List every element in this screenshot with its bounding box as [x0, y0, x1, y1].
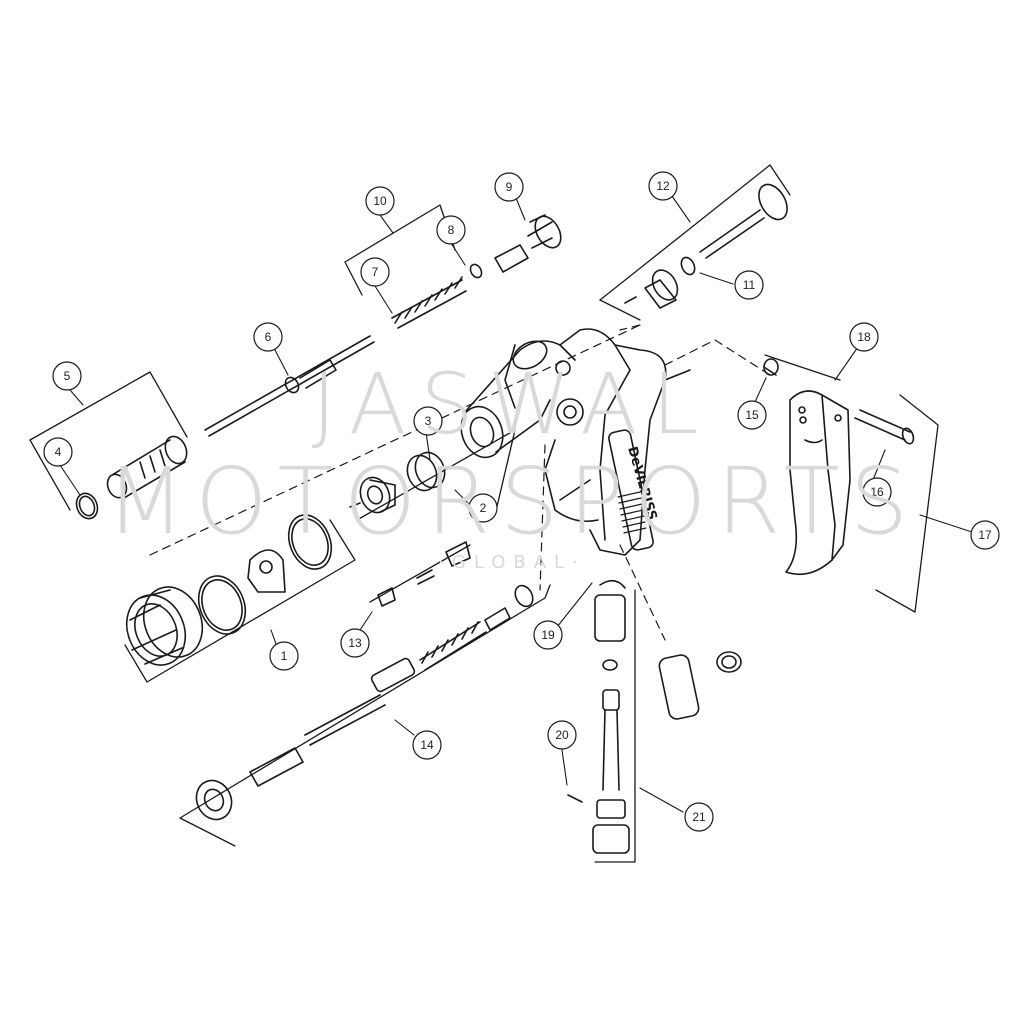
- callout-circle: [849, 322, 879, 352]
- callout-21: 21: [684, 802, 714, 832]
- callout-13: 13: [340, 628, 370, 658]
- callout-number: 1: [281, 649, 288, 663]
- callout-circle: [684, 802, 714, 832]
- callout-16: 16: [862, 477, 892, 507]
- callout-circle: [360, 257, 390, 287]
- callout-circle: [52, 361, 82, 391]
- callout-number: 3: [425, 414, 432, 428]
- callout-number: 10: [373, 194, 387, 208]
- part-11-o-ring: [680, 256, 696, 276]
- part-9-adjusting-knob: [494, 214, 562, 273]
- callout-1: 1: [269, 641, 299, 671]
- callout-number: 13: [348, 636, 362, 650]
- callout-circle: [43, 437, 73, 467]
- callout-number: 16: [870, 485, 884, 499]
- callout-2: 2: [468, 493, 498, 523]
- callout-11: 11: [734, 270, 764, 300]
- callout-leaders: [59, 195, 973, 813]
- callout-circle: [340, 628, 370, 658]
- part-21-fluid-inlet-assembly: [592, 594, 630, 854]
- callout-10: 10: [365, 186, 395, 216]
- callout-circle: [862, 477, 892, 507]
- callout-19: 19: [533, 620, 563, 650]
- callout-circle: [413, 406, 443, 436]
- callout-circle: [269, 641, 299, 671]
- callout-17: 17: [970, 520, 1000, 550]
- callout-circle: [365, 186, 395, 216]
- callout-4: 4: [43, 437, 73, 467]
- callout-number: 8: [448, 223, 455, 237]
- part-15-stud: [763, 358, 779, 376]
- callout-circle: [648, 171, 678, 201]
- part-1-air-cap-assembly: [125, 514, 333, 666]
- callout-number: 12: [656, 179, 670, 193]
- part-19-clip: [599, 579, 626, 589]
- part-3-baffle: [406, 451, 446, 492]
- air-connector: [658, 654, 700, 720]
- callout-circle: [412, 730, 442, 760]
- callout-number: 9: [506, 180, 513, 194]
- part-14-air-valve-assembly: [195, 584, 534, 821]
- callout-circle: [533, 620, 563, 650]
- callout-3: 3: [413, 406, 443, 436]
- callout-number: 18: [857, 330, 871, 344]
- callout-6: 6: [253, 322, 283, 352]
- callout-12: 12: [648, 171, 678, 201]
- callout-number: 20: [555, 728, 569, 742]
- callout-15: 15: [737, 400, 767, 430]
- dashed-assembly-lines: [149, 324, 771, 641]
- callout-number: 15: [745, 408, 759, 422]
- callout-9: 9: [494, 172, 524, 202]
- callout-circle: [970, 520, 1000, 550]
- callout-20: 20: [547, 720, 577, 750]
- callout-number: 14: [420, 738, 434, 752]
- part-16-trigger-pin: [854, 409, 915, 445]
- part-5-packing-nut: [106, 435, 188, 499]
- callout-number: 2: [480, 501, 487, 515]
- callout-7: 7: [360, 257, 390, 287]
- callout-number: 21: [692, 810, 706, 824]
- callout-number: 7: [372, 265, 379, 279]
- callout-5: 5: [52, 361, 82, 391]
- callout-18: 18: [849, 322, 879, 352]
- callout-circle: [734, 270, 764, 300]
- callout-number: 4: [55, 445, 62, 459]
- callout-circle: [737, 400, 767, 430]
- callout-number: 6: [265, 330, 272, 344]
- callout-circle: [253, 322, 283, 352]
- part-4-o-ring: [75, 492, 99, 520]
- callout-number: 19: [541, 628, 555, 642]
- part-12-air-valve: [624, 183, 788, 309]
- callout-number: 11: [743, 278, 756, 292]
- part-6-fluid-needle: [204, 335, 375, 437]
- callout-circle: [436, 215, 466, 245]
- gun-body: [460, 328, 691, 556]
- callout-circle: [547, 720, 577, 750]
- group-brackets: [29, 164, 939, 863]
- part-8-spring-seat: [469, 263, 483, 279]
- part-18-trigger: [785, 390, 851, 576]
- part-13-fluid-inlet-parts: [377, 541, 471, 607]
- callout-circle: [468, 493, 498, 523]
- callout-8: 8: [436, 215, 466, 245]
- spring-washer: [716, 651, 742, 673]
- callout-number: 5: [64, 369, 71, 383]
- callout-14: 14: [412, 730, 442, 760]
- part-20-pin: [567, 794, 583, 803]
- brand-label: DeVILBISS: [624, 445, 659, 522]
- part-7-needle-spring: [391, 276, 467, 329]
- callout-circle: [494, 172, 524, 202]
- part-2-fluid-tip: [349, 476, 396, 514]
- callout-number: 17: [978, 528, 992, 542]
